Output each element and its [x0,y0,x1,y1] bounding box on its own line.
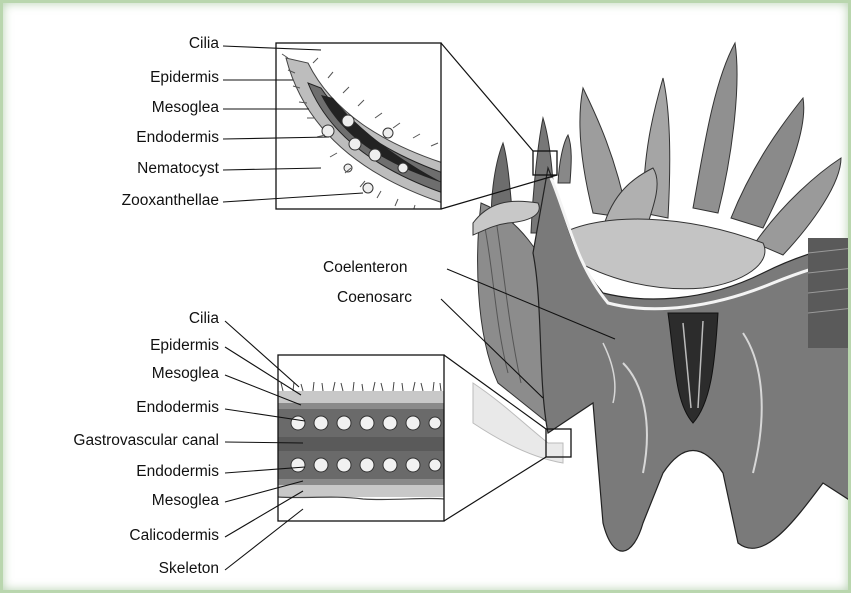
label-mesoglea-lower-2: Mesoglea [9,492,219,510]
label-zooxanthellae: Zooxanthellae [9,192,219,210]
label-endodermis-lower-1: Endodermis [9,399,219,417]
label-endodermis-upper: Endodermis [9,129,219,147]
label-gastrovascular-canal: Gastrovascular canal [9,432,219,450]
coenosarc-inset [278,355,444,521]
coral-polyp-illustration [473,43,851,551]
label-endodermis-lower-2: Endodermis [9,463,219,481]
label-coelenteron: Coelenteron [323,259,407,277]
label-epidermis-lower: Epidermis [9,337,219,355]
label-cilia-lower: Cilia [9,310,219,328]
label-cilia-upper: Cilia [9,35,219,53]
label-mesoglea-lower: Mesoglea [9,365,219,383]
label-skeleton: Skeleton [9,560,219,578]
label-mesoglea-upper: Mesoglea [9,99,219,117]
tentacle-inset [276,43,443,212]
label-epidermis-upper: Epidermis [9,69,219,87]
label-coenosarc: Coenosarc [337,289,412,307]
label-calicodermis: Calicodermis [9,527,219,545]
label-nematocyst: Nematocyst [9,160,219,178]
